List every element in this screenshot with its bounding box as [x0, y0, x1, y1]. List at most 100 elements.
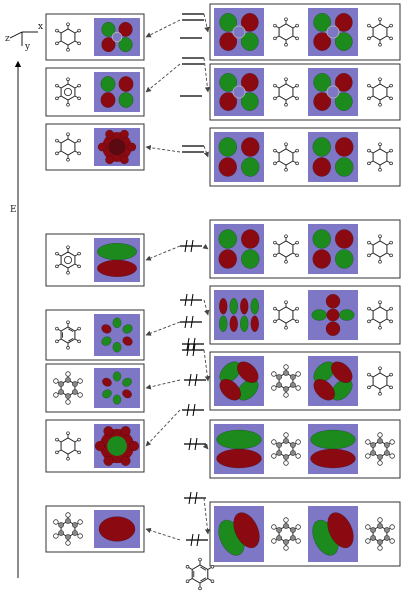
negative-lobe — [96, 259, 138, 277]
carbon-atom — [58, 522, 64, 528]
molecule-sketch — [273, 300, 299, 330]
hydrogen-atom — [77, 437, 81, 442]
hydrogen-atom — [273, 161, 277, 166]
hydrogen-atom — [66, 22, 70, 26]
carbon-atom — [65, 377, 71, 383]
negative-lobe — [219, 379, 241, 401]
nodal-ring — [232, 25, 246, 39]
positive-lobe — [335, 157, 354, 177]
orbital-isosurface — [94, 368, 140, 408]
carbon-atom — [384, 442, 390, 448]
double-bond — [200, 577, 207, 582]
hydrogen-atom — [55, 251, 59, 256]
spin-up-electron — [186, 337, 190, 351]
positive-lobe — [112, 394, 122, 405]
energy-levels — [180, 13, 208, 547]
positive-lobe — [112, 317, 122, 329]
nodal-ring — [232, 85, 246, 99]
carbon-atom — [377, 438, 383, 444]
orbital-background — [308, 8, 358, 56]
hydrogen-atom — [389, 524, 395, 530]
dashed-connector — [145, 145, 181, 153]
hydrogen-atom — [273, 253, 277, 258]
positive-lobe — [241, 249, 260, 269]
hydrogen-atom — [367, 36, 371, 41]
orbital-background — [214, 68, 264, 116]
carbon-atom — [384, 450, 390, 456]
hydrogen-atom — [55, 138, 59, 143]
hydrogen-atom — [65, 512, 71, 518]
left-panel — [45, 13, 145, 61]
hydrogen-atom — [389, 240, 393, 245]
carbon-atom — [283, 539, 289, 545]
left-panel — [45, 505, 145, 553]
positive-lobe — [311, 309, 327, 321]
inner-lobe — [107, 436, 127, 456]
dashed-connector — [203, 349, 211, 382]
hydrogen-atom — [378, 326, 382, 330]
hydrogen-atom — [283, 460, 289, 466]
right-panel — [209, 219, 401, 279]
hydrogen-atom — [77, 264, 81, 269]
left-panel — [45, 233, 145, 287]
orbital-background — [214, 8, 264, 56]
negative-lobe — [334, 73, 353, 92]
hydrogen-atom — [378, 142, 382, 146]
hydrogen-atom — [77, 41, 81, 46]
spin-up-electron — [184, 315, 188, 329]
carbon-atom — [290, 442, 296, 448]
hydrogen-atom — [66, 77, 70, 81]
hydrogen-atom — [77, 83, 81, 88]
hydrogen-atom — [271, 371, 277, 377]
orbital-isosurface — [214, 424, 264, 474]
occupied-energy-level — [182, 337, 204, 351]
spin-down-electron — [196, 533, 200, 547]
energy-axis: E — [10, 60, 22, 578]
hydrogen-atom — [65, 399, 71, 405]
molecule-sketch — [367, 300, 393, 330]
hydrogen-atom — [55, 450, 59, 455]
carbon-atom — [72, 530, 78, 536]
spin-up-electron — [188, 437, 192, 451]
molecule-sketch — [185, 557, 215, 591]
negative-lobe — [233, 512, 260, 549]
negative-lobe — [219, 92, 238, 111]
carbon-atom — [58, 389, 64, 395]
negative-lobe — [310, 448, 356, 469]
hydrogen-atom — [378, 392, 382, 396]
hydrogen-atom — [66, 457, 70, 461]
positive-lobe — [229, 298, 238, 315]
hydrogen-atom — [389, 148, 393, 153]
negative-lobe — [101, 324, 112, 334]
orbital-background — [308, 68, 358, 116]
hydrogen-atom — [295, 148, 299, 153]
hydrogen-atom — [367, 23, 371, 28]
negative-lobe — [241, 137, 260, 157]
hydrogen-atom — [389, 453, 395, 459]
molecule-sketch — [367, 77, 393, 107]
orbital-background — [308, 224, 358, 274]
carbon-atom — [65, 393, 71, 399]
molecule-sketch — [271, 517, 301, 551]
orbital-background — [94, 18, 140, 56]
dashed-connector — [145, 409, 181, 447]
positive-lobe — [100, 76, 116, 92]
occupied-energy-level — [182, 343, 204, 357]
carbon-atom — [283, 438, 289, 444]
hydrogen-atom — [66, 431, 70, 435]
right-panel — [209, 127, 401, 187]
orbital-background — [214, 132, 264, 182]
orbital-isosurface — [94, 72, 140, 112]
molecule-sketch — [55, 431, 81, 461]
hydrogen-atom — [284, 326, 288, 330]
hydrogen-atom — [55, 339, 59, 344]
carbon-atom — [377, 523, 383, 529]
spin-up-electron — [186, 403, 190, 417]
hydrogen-atom — [378, 168, 382, 172]
hydrogen-atom — [185, 565, 190, 569]
hydrogen-atom — [273, 96, 277, 101]
hydrogen-atom — [378, 17, 382, 21]
hydrogen-atom — [53, 519, 59, 525]
hydrogen-atom — [367, 319, 371, 324]
hydrogen-atom — [65, 540, 71, 546]
